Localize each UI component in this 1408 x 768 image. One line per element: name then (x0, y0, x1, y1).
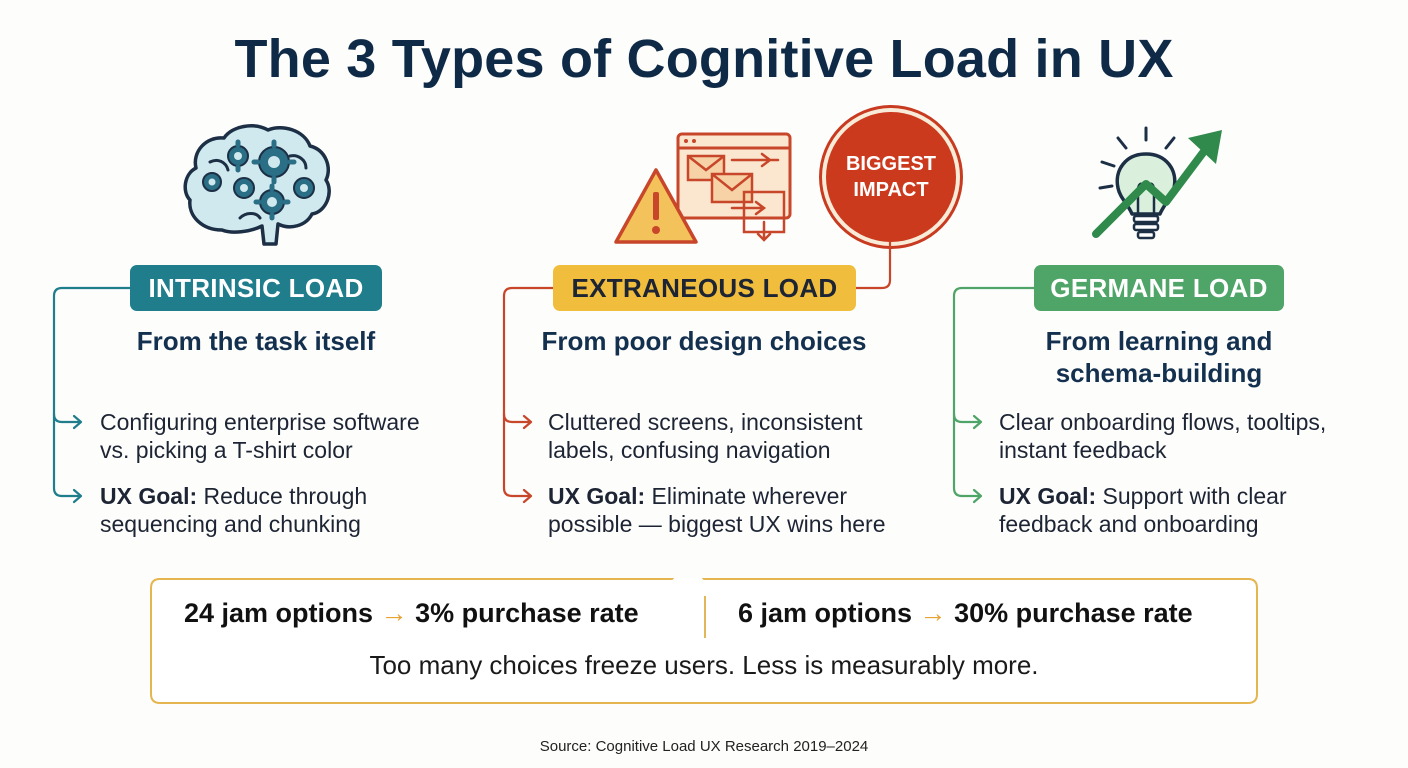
jam-study-callout (150, 578, 1258, 704)
lightbulb-growth-arrow-icon (1092, 126, 1222, 240)
page-title: The 3 Types of Cognitive Load in UX (234, 29, 1174, 89)
callout-tagline: Too many choices freeze users. Less is m… (369, 650, 1039, 680)
stat-divider (704, 596, 706, 638)
brain-gears-icon (183, 124, 331, 246)
germane-load-label: GERMANE LOAD (1034, 265, 1284, 311)
germane-example: Clear onboarding flows, tooltips,instant… (999, 409, 1327, 463)
source-note: Source: Cognitive Load UX Research 2019–… (539, 738, 869, 755)
stat-6-jams: 6 jam options → 30% purchase rate (738, 598, 1193, 628)
intrinsic-load-label: INTRINSIC LOAD (130, 265, 382, 311)
extraneous-load-label: EXTRANEOUS LOAD (553, 265, 856, 311)
stat-24-jams: 24 jam options → 3% purchase rate (184, 598, 639, 628)
intrinsic-subtitle: From the task itself (136, 326, 376, 356)
extraneous-subtitle: From poor design choices (541, 326, 867, 356)
warning-cluttered-windows-icon (614, 132, 792, 244)
